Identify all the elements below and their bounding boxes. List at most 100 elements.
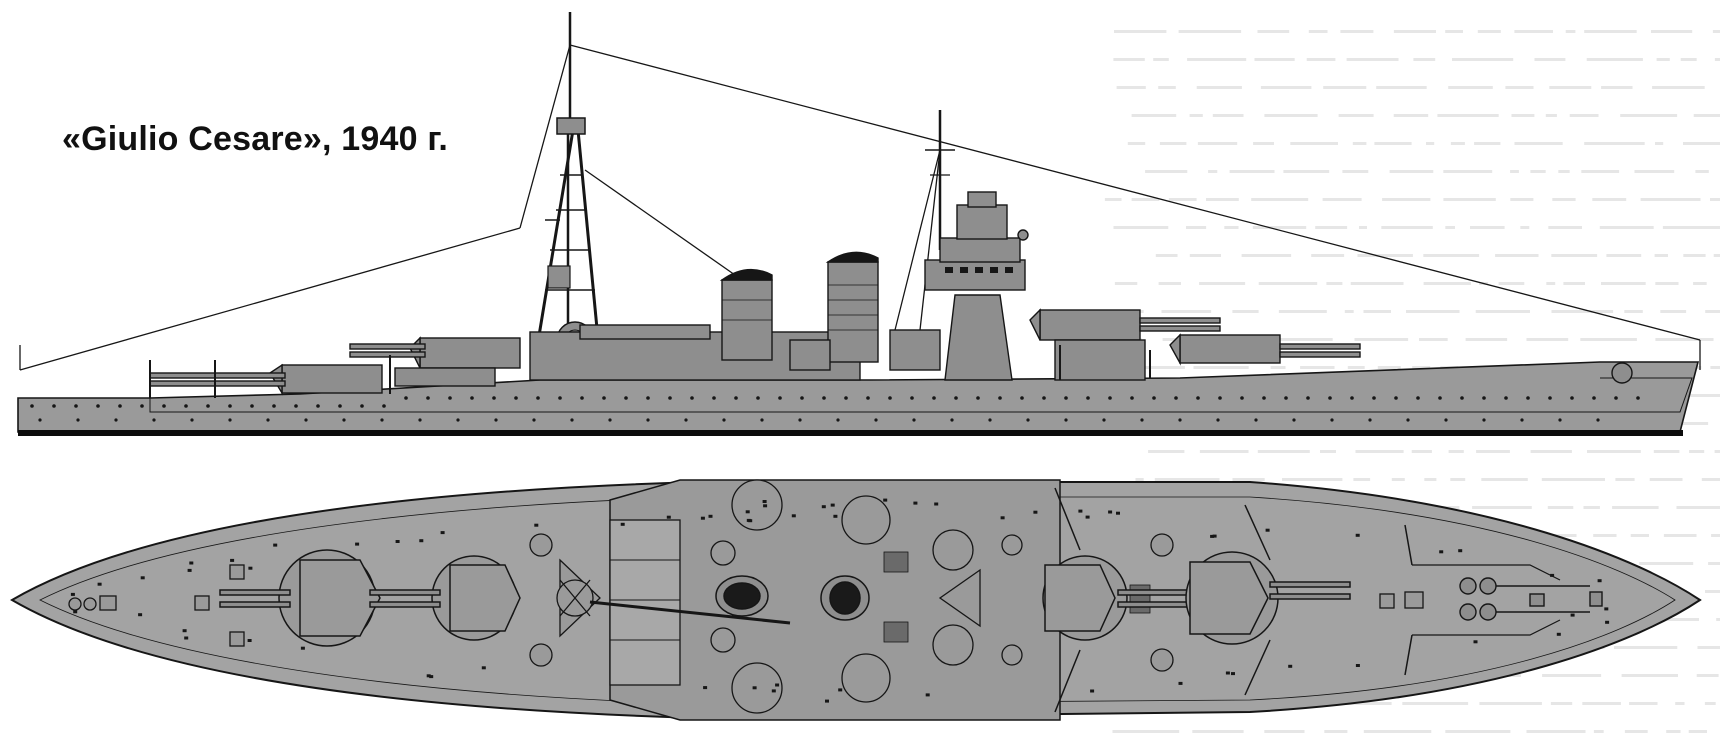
porthole [206, 404, 210, 408]
show-through-mark [1592, 198, 1627, 201]
show-through-mark [1683, 254, 1706, 257]
deck-fitting [771, 689, 776, 693]
deck-fitting [429, 675, 434, 679]
porthole [426, 396, 430, 400]
porthole [30, 404, 34, 408]
show-through-mark [1322, 198, 1362, 201]
funnel-tops [715, 575, 870, 621]
porthole [272, 404, 276, 408]
show-through-mark [1514, 142, 1563, 145]
porthole [228, 418, 232, 422]
show-through-mark [1116, 86, 1146, 89]
show-through-mark [1710, 198, 1720, 201]
deck-fitting [833, 514, 838, 518]
deck-fitting [1288, 664, 1293, 668]
show-through-mark [1199, 282, 1246, 285]
show-through-mark [1232, 478, 1265, 481]
porthole [932, 396, 936, 400]
porthole [114, 418, 118, 422]
deck-fitting [666, 515, 671, 519]
show-through-mark [1445, 226, 1455, 229]
show-through-mark [1113, 58, 1145, 61]
show-through-mark [1704, 702, 1716, 705]
show-through-mark [1474, 142, 1501, 145]
porthole [580, 396, 584, 400]
show-through-mark [1530, 450, 1572, 453]
stern-fittings [68, 564, 1424, 647]
porthole [1020, 396, 1024, 400]
show-through-mark [1612, 506, 1659, 509]
show-through-mark [1189, 254, 1221, 257]
deck-fitting [1000, 516, 1005, 520]
porthole [1064, 396, 1068, 400]
porthole [1042, 396, 1046, 400]
show-through-mark [1350, 282, 1404, 285]
show-through-mark [1192, 730, 1244, 733]
show-through-mark [1353, 478, 1371, 481]
forward-turrets [1029, 308, 1633, 384]
porthole [456, 418, 460, 422]
show-through-mark [1413, 58, 1436, 61]
show-through-mark [1113, 226, 1169, 229]
show-through-mark [1300, 366, 1335, 369]
show-through-mark [1412, 366, 1431, 369]
show-through-mark [1620, 114, 1678, 117]
show-through-mark [1587, 450, 1641, 453]
porthole [382, 404, 386, 408]
porthole [1350, 396, 1354, 400]
show-through-mark [1443, 170, 1493, 173]
porthole [1460, 396, 1464, 400]
deck-fitting [775, 683, 780, 687]
show-through-mark [1639, 562, 1694, 565]
deck-fitting [1225, 671, 1230, 675]
show-through-mark [1526, 730, 1586, 733]
show-through-mark [1662, 226, 1720, 229]
portholes [30, 396, 1640, 422]
show-through-mark [1552, 198, 1576, 201]
show-through-mark [1448, 86, 1493, 89]
show-through-mark [1161, 310, 1212, 313]
show-through-mark [1510, 198, 1534, 201]
deck-fitting [1439, 550, 1444, 554]
porthole [470, 396, 474, 400]
show-through-mark [1264, 114, 1318, 117]
show-through-mark [1593, 730, 1604, 733]
show-through-mark [1344, 310, 1354, 313]
show-through-mark [1340, 30, 1374, 33]
show-through-mark [1470, 226, 1505, 229]
porthole [448, 396, 452, 400]
foremast [533, 12, 602, 361]
porthole [1254, 418, 1258, 422]
show-through-mark [1551, 310, 1614, 313]
porthole [1636, 396, 1640, 400]
porthole [950, 418, 954, 422]
show-through-mark [1153, 58, 1169, 61]
porthole [532, 418, 536, 422]
deck-fitting [247, 639, 252, 642]
show-through-mark [1402, 702, 1469, 705]
show-through-mark [1606, 254, 1642, 257]
show-through-mark [1186, 226, 1207, 229]
show-through-mark [1666, 730, 1681, 733]
deck-fitting [1355, 664, 1360, 667]
show-through-mark [1391, 478, 1405, 481]
porthole [1372, 396, 1376, 400]
porthole [668, 396, 672, 400]
deck-lines [589, 487, 1561, 713]
show-through-mark [1135, 478, 1144, 481]
show-through-mark [1705, 590, 1720, 593]
show-through-mark [1359, 226, 1367, 229]
porthole [184, 404, 188, 408]
deck-fitting [1033, 510, 1038, 514]
porthole [690, 396, 694, 400]
deck-fitting [1178, 681, 1183, 685]
show-through-mark [1545, 114, 1557, 117]
porthole [316, 404, 320, 408]
show-through-mark [1381, 226, 1433, 229]
show-through-mark [1283, 170, 1330, 173]
show-through-mark [1630, 534, 1649, 537]
porthole [1292, 418, 1296, 422]
porthole [910, 396, 914, 400]
deck-fitting [182, 629, 187, 633]
show-through-mark [1584, 30, 1637, 33]
